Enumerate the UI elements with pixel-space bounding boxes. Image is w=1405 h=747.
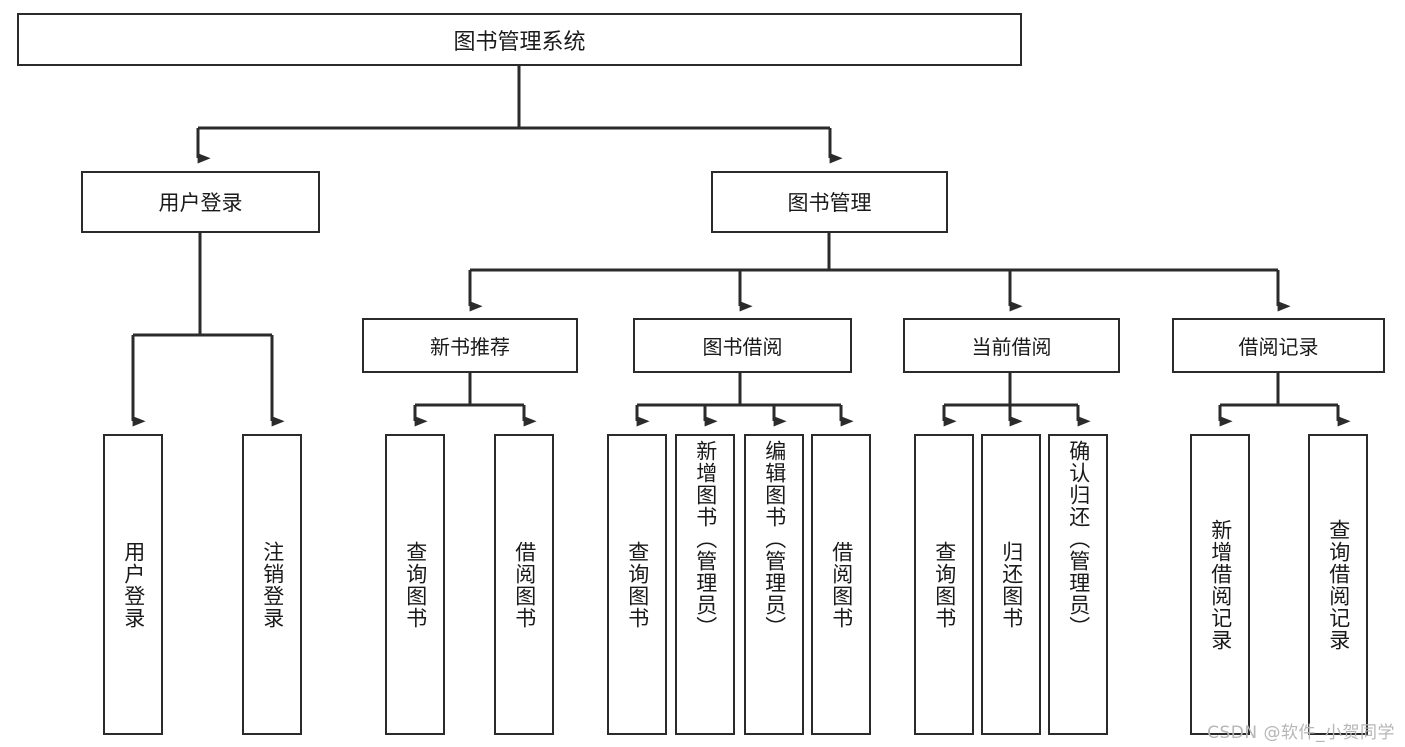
node-current-borrow-label: 当前借阅 <box>971 335 1052 359</box>
leaf-query-book-3[interactable]: 查询图书 <box>914 434 974 735</box>
csdn-watermark: CSDN @软件_小贺同学 <box>1207 723 1395 743</box>
leaf-query-record-label: 查询借阅记录 <box>1326 518 1351 651</box>
leaf-user-login-label: 用户登录 <box>121 540 146 629</box>
leaf-borrow-book-2[interactable]: 借阅图书 <box>811 434 871 735</box>
leaf-user-login-inner: 用户登录 <box>105 436 161 733</box>
leaf-add-record-inner: 新增借阅记录 <box>1192 436 1248 733</box>
leaf-query-book-3-inner: 查询图书 <box>916 436 972 733</box>
node-new-book-recommend-label: 新书推荐 <box>430 335 510 359</box>
leaf-edit-book-inner: 编辑图书（管理员） <box>746 436 802 733</box>
leaf-borrow-book-1-label: 借阅图书 <box>512 540 537 629</box>
node-borrow-record-label: 借阅记录 <box>1238 335 1319 359</box>
leaf-return-book-inner: 归还图书 <box>983 436 1039 733</box>
leaf-logout-login[interactable]: 注销登录 <box>242 434 302 735</box>
leaf-borrow-book-2-inner: 借阅图书 <box>813 436 869 733</box>
leaf-edit-book[interactable]: 编辑图书（管理员） <box>744 434 804 735</box>
node-root[interactable]: 图书管理系统 <box>17 13 1022 66</box>
node-book-manage-label: 图书管理 <box>787 191 872 215</box>
leaf-return-book[interactable]: 归还图书 <box>981 434 1041 735</box>
leaf-query-record[interactable]: 查询借阅记录 <box>1308 434 1368 735</box>
leaf-query-record-inner: 查询借阅记录 <box>1310 436 1366 733</box>
node-current-borrow[interactable]: 当前借阅 <box>903 318 1120 373</box>
leaf-query-book-1-inner: 查询图书 <box>387 436 443 733</box>
leaf-confirm-return-label: 确认归还（管理员） <box>1066 440 1091 638</box>
leaf-user-login[interactable]: 用户登录 <box>103 434 163 735</box>
leaf-query-book-2-label: 查询图书 <box>625 540 650 629</box>
node-new-book-recommend[interactable]: 新书推荐 <box>362 318 578 373</box>
leaf-add-book-label: 新增图书（管理员） <box>693 440 718 638</box>
node-root-label: 图书管理系统 <box>453 29 586 55</box>
node-borrow-record[interactable]: 借阅记录 <box>1172 318 1385 373</box>
leaf-query-book-3-label: 查询图书 <box>932 540 957 629</box>
node-user-login[interactable]: 用户登录 <box>81 171 320 233</box>
leaf-logout-login-inner: 注销登录 <box>244 436 300 733</box>
leaf-confirm-return-inner: 确认归还（管理员） <box>1050 436 1106 733</box>
leaf-confirm-return[interactable]: 确认归还（管理员） <box>1048 434 1108 735</box>
leaf-add-book-inner: 新增图书（管理员） <box>677 436 733 733</box>
node-book-borrow[interactable]: 图书借阅 <box>633 318 852 373</box>
leaf-query-book-1[interactable]: 查询图书 <box>385 434 445 735</box>
leaf-add-book[interactable]: 新增图书（管理员） <box>675 434 735 735</box>
leaf-query-book-2[interactable]: 查询图书 <box>607 434 667 735</box>
leaf-borrow-book-1-inner: 借阅图书 <box>496 436 552 733</box>
leaf-edit-book-label: 编辑图书（管理员） <box>762 440 787 638</box>
node-user-login-label: 用户登录 <box>158 191 243 215</box>
leaf-return-book-label: 归还图书 <box>999 540 1024 629</box>
leaf-borrow-book-2-label: 借阅图书 <box>829 540 854 629</box>
leaf-add-record-label: 新增借阅记录 <box>1208 518 1233 651</box>
leaf-logout-login-label: 注销登录 <box>260 540 285 629</box>
node-book-borrow-label: 图书借阅 <box>702 335 783 359</box>
leaf-borrow-book-1[interactable]: 借阅图书 <box>494 434 554 735</box>
leaf-query-book-1-label: 查询图书 <box>403 540 428 629</box>
leaf-query-book-2-inner: 查询图书 <box>609 436 665 733</box>
leaf-add-record[interactable]: 新增借阅记录 <box>1190 434 1250 735</box>
node-book-manage[interactable]: 图书管理 <box>711 171 948 233</box>
